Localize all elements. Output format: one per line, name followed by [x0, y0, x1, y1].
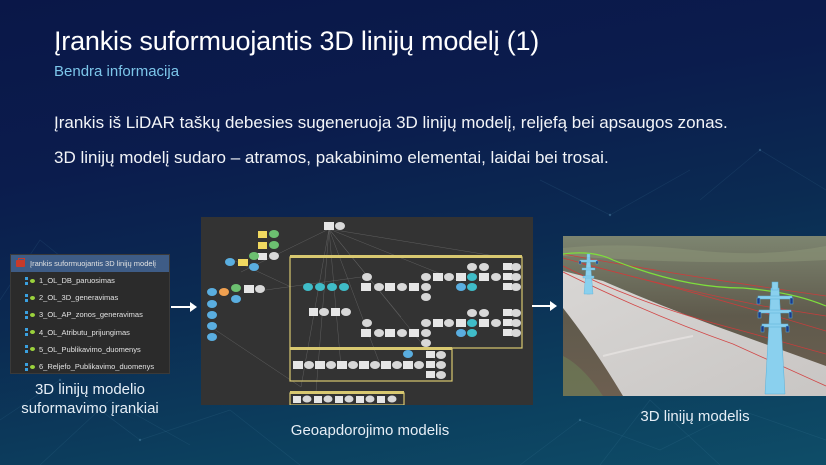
- geoprocessing-model-caption: Geoapdorojimo modelis: [290, 422, 450, 439]
- tool-item-2[interactable]: 2_OL_3D_generavimas: [11, 289, 169, 306]
- arrow-right-icon: [532, 301, 557, 311]
- body-text-line-1: Įrankis iš LiDAR taškų debesies sugeneru…: [54, 113, 728, 132]
- body-text-line-2: 3D linijų modelį sudaro – atramos, pakab…: [54, 148, 609, 167]
- 3d-scene-render: [563, 236, 826, 396]
- tool-item-6[interactable]: 6_Reljefo_Publikavimo_duomenys: [11, 358, 169, 375]
- model-icon: [25, 310, 35, 319]
- geoprocessing-model-diagram: [201, 217, 533, 405]
- tool-item-label: 1_OL_DB_paruosimas: [39, 276, 115, 286]
- toolbox-caption-line-1: 3D linijų modelio: [34, 381, 146, 398]
- model-icon: [25, 293, 35, 302]
- model-icon: [25, 362, 35, 371]
- model-graph: [207, 222, 523, 405]
- arrow-right-icon: [171, 302, 197, 312]
- toolbox-root-item[interactable]: Įrankis suformuojantis 3D linijų modelį: [11, 255, 169, 272]
- tool-item-label: 4_OL_Atributu_prijungimas: [39, 327, 130, 337]
- toolbox-root-label: Įrankis suformuojantis 3D linijų modelį: [30, 259, 156, 268]
- toolbox-caption: 3D linijų modelio suformavimo įrankiai: [10, 380, 170, 418]
- model-icon: [25, 276, 35, 285]
- tool-item-label: 2_OL_3D_generavimas: [39, 293, 119, 303]
- tool-item-label: 3_OL_AP_zonos_generavimas: [39, 310, 143, 320]
- tool-item-label: 5_OL_Publikavimo_duomenys: [39, 344, 141, 354]
- tool-item-3[interactable]: 3_OL_AP_zonos_generavimas: [11, 306, 169, 323]
- tool-item-label: 6_Reljefo_Publikavimo_duomenys: [39, 362, 155, 372]
- tool-item-5[interactable]: 5_OL_Publikavimo_duomenys: [11, 341, 169, 358]
- toolbox-caption-line-2: suformavimo įrankiai: [21, 400, 159, 417]
- tool-item-1[interactable]: 1_OL_DB_paruosimas: [11, 272, 169, 289]
- pylon-icon: [756, 281, 794, 395]
- toolbox-tree-panel: Įrankis suformuojantis 3D linijų modelį …: [10, 254, 170, 374]
- tool-item-4[interactable]: 4_OL_Atributu_prijungimas: [11, 324, 169, 341]
- slide-subtitle: Bendra informacija: [54, 63, 180, 80]
- model-icon: [25, 345, 35, 354]
- 3d-line-model-scene: [563, 236, 826, 396]
- 3d-model-caption: 3D linijų modelis: [640, 408, 750, 425]
- slide-title: Įrankis suformuojantis 3D linijų modelį …: [54, 26, 540, 56]
- pylon-icon: [578, 253, 599, 295]
- model-icon: [25, 328, 35, 337]
- toolbox-icon: [16, 258, 25, 267]
